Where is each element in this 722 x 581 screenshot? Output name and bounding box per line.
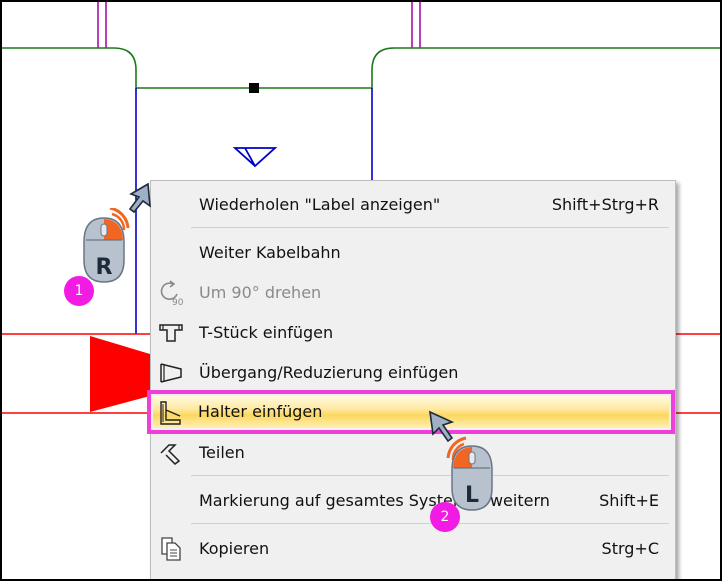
mouse-letter-r: R	[96, 255, 113, 280]
menu-item-shortcut: Strg+C	[601, 539, 659, 558]
menu-item-shortcut: Shift+Strg+R	[551, 195, 659, 214]
reducer-icon	[160, 363, 182, 383]
menu-item-rotate-90[interactable]: 90 Um 90° drehen	[151, 275, 675, 311]
mouse-pointer-icon	[128, 182, 151, 214]
drawing-node	[249, 83, 259, 93]
menu-item-shortcut: Shift+E	[599, 491, 659, 510]
menu-item-repeat[interactable]: Wiederholen "Label anzeigen" Shift+Strg+…	[151, 187, 675, 223]
menu-item-continue-cable-tray[interactable]: Weiter Kabelbahn	[151, 235, 675, 271]
drawing-triangle-marker	[232, 147, 278, 168]
menu-separator	[191, 523, 669, 524]
t-piece-icon	[159, 324, 183, 342]
menu-item-insert-reducer[interactable]: Übergang/Reduzierung einfügen	[151, 355, 675, 391]
menu-item-insert-bracket[interactable]: Halter einfügen	[150, 394, 674, 430]
menu-item-label: T-Stück einfügen	[199, 323, 334, 342]
menu-item-insert-t-piece[interactable]: T-Stück einfügen	[151, 315, 675, 351]
bracket-icon	[160, 401, 181, 425]
highlight-annotation-frame	[147, 390, 675, 434]
mouse-pointer-icon	[429, 410, 455, 443]
split-icon	[160, 444, 181, 465]
mouse-letter-l: L	[465, 483, 479, 508]
menu-item-split[interactable]: Teilen	[151, 435, 675, 471]
menu-separator	[191, 475, 669, 476]
menu-item-label: Um 90° drehen	[199, 283, 322, 302]
menu-item-label: Wiederholen "Label anzeigen"	[199, 195, 441, 214]
context-menu: Wiederholen "Label anzeigen" Shift+Strg+…	[150, 180, 676, 579]
menu-item-label: Kopieren	[199, 539, 270, 558]
menu-item-label: Teilen	[199, 443, 245, 462]
highlight-fill	[153, 396, 669, 428]
drawing-green-outline	[2, 47, 720, 89]
menu-separator	[191, 227, 669, 228]
menu-item-label: Halter einfügen	[198, 402, 323, 421]
rotate-90-icon: 90	[160, 280, 184, 307]
step-badge-1: 1	[64, 276, 94, 306]
left-click-mouse-icon: L	[446, 436, 493, 511]
menu-item-label: Übergang/Reduzierung einfügen	[199, 363, 459, 382]
svg-text:90: 90	[172, 298, 184, 307]
copy-icon	[161, 537, 181, 561]
menu-item-extend-selection[interactable]: Markierung auf gesamtes System erweitern…	[151, 483, 675, 519]
right-click-mouse-icon: R	[83, 208, 130, 283]
menu-item-copy[interactable]: Kopieren Strg+C	[151, 531, 675, 567]
step-badge-2: 2	[430, 502, 460, 532]
drawing-red-reducer	[90, 336, 150, 412]
menu-item-label: Weiter Kabelbahn	[199, 243, 341, 262]
